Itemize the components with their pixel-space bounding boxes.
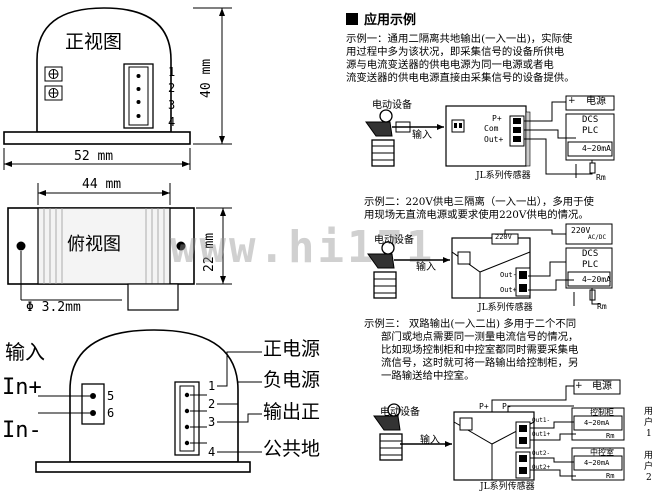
example3-user1: 户: [644, 418, 654, 428]
example2-supply-sub: AC/DC: [588, 234, 607, 241]
example1-terminal-label: P+: [492, 114, 502, 123]
example3-input-label: 输入: [420, 435, 440, 446]
example1-line: 源与电流变送器的供电电源为同一电源或者电: [346, 59, 554, 71]
example3-user1: 用: [644, 407, 654, 417]
front-view-title: 正视图: [65, 31, 123, 53]
example3-user2: 用: [644, 451, 654, 461]
example2-supply-label: 220V: [571, 226, 591, 235]
output-label-negative-power: 负电源: [263, 369, 321, 391]
front-pin-label: 3: [168, 98, 176, 112]
example3-user2: 户: [644, 462, 654, 472]
example1-line: 流变送器的供电电源直接由采集信号的设备提供。: [346, 72, 575, 84]
example2-box-label: 220V: [495, 233, 512, 241]
example3-out-terminal: Out1-: [532, 417, 551, 424]
example1-device-label: 电动设备: [372, 100, 412, 111]
height-dimension: [193, 7, 232, 145]
example2-diagram: [367, 223, 613, 306]
example1-plc-label: PLC: [582, 126, 599, 136]
applications-heading-text: 应用示例: [364, 13, 417, 28]
example3-terminal-label: P+: [479, 402, 489, 411]
output-label-positive-power: 正电源: [263, 338, 321, 360]
front-pin-label: 1: [168, 65, 176, 79]
example3-terminal-label: P-: [502, 402, 512, 411]
example3-line: 示例三： 双路输出(一入二出) 多用于二个不同: [364, 318, 577, 330]
height-label: 40 mm: [199, 58, 214, 98]
example3-line: 部门或地点需要同一测量电流信号的情况，: [381, 331, 579, 343]
front-pin-label: 4: [168, 115, 176, 129]
in-minus-label: In-: [2, 418, 42, 443]
example1-terminal-label: Out+: [484, 135, 504, 144]
example2-line: 用现场无直流电源或要求使用220V供电的情况。: [364, 209, 589, 221]
example3-line: 流信号，这时就可将一路输出给控制柜，另: [381, 357, 579, 369]
example3-rm-label: Rm: [606, 472, 615, 480]
output-pin-label: 1: [208, 379, 216, 393]
hole-label: Φ 3.2mm: [26, 300, 81, 315]
example1-sensor-label: JL系列传感器: [476, 171, 531, 181]
motor-icon: [373, 403, 403, 461]
width-label: 52 mm: [72, 149, 116, 164]
example3-out-terminal: Out1+: [532, 431, 551, 438]
width-dimension: [3, 148, 191, 170]
top-view-housing: [7, 183, 195, 311]
example1-power-label: 电源: [586, 96, 606, 107]
example3-box2-label: 中控室: [590, 448, 614, 457]
example3-user1: 1: [646, 429, 652, 439]
example3-out-terminal: Out2+: [532, 464, 551, 471]
example3-device-label: 电动设备: [380, 407, 420, 418]
example3-sensor-label: JL系列传感器: [480, 482, 535, 492]
output-label-output-positive: 输出正: [263, 401, 321, 423]
example1-line: 示例一：通用二隔离共地输出(一入一出)，实际使: [346, 33, 573, 45]
in-plus-label: In+: [2, 375, 42, 400]
example3-current-label: 4~20mA: [584, 419, 610, 427]
example1-diagram: [365, 95, 615, 178]
example1-line: 用过程中多为该状况，即采集信号的设备所供电: [346, 46, 565, 58]
example1-power-sign: +: [568, 96, 576, 106]
wiring-view-housing: [35, 329, 262, 473]
example3-line: 比如现场控制柜和中控室都同时需要采集电: [381, 344, 579, 356]
example3-rm-label: Rm: [606, 432, 615, 440]
input-title: 输入: [5, 340, 45, 364]
example1-input-label: 输入: [412, 130, 432, 141]
output-pin-label: 3: [208, 415, 216, 429]
example2-sensor-label: JL系列传感器: [478, 303, 533, 313]
motor-icon: [367, 241, 397, 299]
motor-icon: [365, 109, 395, 167]
example3-user2: 2: [646, 473, 652, 483]
example3-diagram: [373, 379, 625, 481]
example2-rm-label: Rm: [597, 302, 607, 311]
example1-current-label: 4~20mA: [582, 144, 611, 153]
example3-current-label: 4~20mA: [584, 459, 610, 467]
example3-power-sign: +: [575, 381, 583, 391]
hole-leader: [20, 251, 122, 301]
example1-terminal-label: Com: [484, 124, 499, 133]
dimension-drawings: [3, 7, 262, 473]
example2-dcs-label: DCS: [582, 249, 599, 259]
top-view-title: 俯视图: [67, 234, 121, 255]
square-bullet-icon: [346, 12, 358, 25]
front-pin-label: 2: [168, 81, 176, 95]
example3-out-terminal: Out2-: [532, 450, 551, 457]
example3-power-label: 电源: [592, 381, 612, 392]
example3-box1-label: 控制柜: [590, 408, 614, 417]
output-pin-label: 2: [208, 397, 216, 411]
input-pin-label: 5: [107, 389, 115, 403]
inner-width-label: 44 mm: [80, 177, 124, 192]
example3-line: 一路输送给中控室。: [381, 370, 475, 382]
example1-rm-label: Rm: [596, 173, 606, 182]
depth-dimension: [196, 207, 232, 285]
front-view-housing: [3, 7, 191, 145]
example2-current-label: 4~20mA: [582, 275, 611, 284]
applications-heading: 应用示例: [346, 9, 416, 28]
example2-line: 示例二：220V供电三隔离（一入一出），多用于使: [364, 196, 594, 208]
example1-dcs-label: DCS: [582, 115, 599, 125]
output-pin-label: 4: [208, 445, 216, 459]
example2-plc-label: PLC: [582, 260, 599, 270]
example2-input-label: 输入: [416, 262, 436, 273]
input-pin-label: 6: [107, 406, 115, 420]
output-label-common-ground: 公共地: [263, 438, 321, 460]
example2-device-label: 电动设备: [374, 235, 414, 246]
example2-terminal-label: Out-: [500, 271, 517, 279]
example2-terminal-label: Out+: [500, 286, 517, 294]
